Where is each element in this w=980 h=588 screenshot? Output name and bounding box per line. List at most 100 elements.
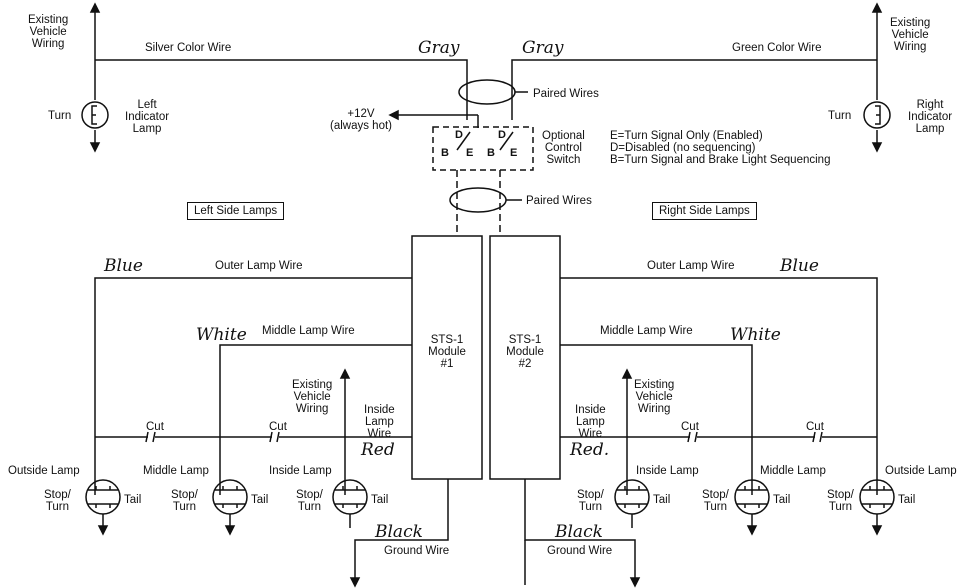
left-cut-2-icon	[269, 431, 280, 443]
left-inside-lamp-label: Inside Lamp	[269, 465, 332, 477]
module-2-label: STS-1 Module #2	[506, 334, 544, 370]
switch-b2: B	[487, 147, 495, 159]
right-cut-2-label: Cut	[806, 421, 824, 433]
right-outside-lamp-icon	[859, 479, 895, 536]
plus12v-arrow-icon	[388, 109, 399, 121]
module-2-box	[489, 235, 561, 480]
right-inside-lamp-icon	[614, 479, 650, 528]
right-blue-label: Blue	[780, 256, 819, 276]
right-ground-wire	[524, 479, 636, 580]
right-middle-stopturn-label: Stop/ Turn	[702, 489, 729, 513]
left-outer-wire	[94, 277, 412, 495]
left-middle-lamp-icon	[212, 479, 248, 536]
left-middle-tail-label: Tail	[251, 494, 269, 506]
left-ground-arrow-icon	[349, 577, 361, 588]
right-black-label: Black	[555, 522, 603, 542]
right-cut-2-icon	[812, 431, 823, 443]
right-cut-1-icon	[687, 431, 698, 443]
right-white-label: White	[730, 325, 781, 345]
right-ground-arrow-icon	[629, 577, 641, 588]
left-middle-lamp-label: Middle Lamp	[143, 465, 209, 477]
gray-right-label: Gray	[522, 38, 564, 58]
left-inside-tail-label: Tail	[371, 494, 389, 506]
left-indicator-filament	[91, 105, 97, 125]
right-middle-lamp-label: Middle Lamp	[760, 465, 826, 477]
module-1-label: STS-1 Module #1	[428, 334, 466, 370]
switch-legend: E=Turn Signal Only (Enabled) D=Disabled …	[610, 130, 831, 166]
left-side-lamps-box: Left Side Lamps	[187, 202, 285, 220]
right-existing-wiring-2-label: Existing Vehicle Wiring	[634, 379, 675, 415]
right-indicator-lamp-label: Right Indicator Lamp	[908, 99, 953, 135]
right-outside-tail-label: Tail	[898, 494, 916, 506]
left-outer-wire-label: Outer Lamp Wire	[215, 260, 303, 272]
left-inside-stopturn-label: Stop/ Turn	[296, 489, 323, 513]
left-inside-lamp-icon	[332, 479, 368, 528]
right-red-label: Red.	[570, 440, 610, 460]
switch-lever-2	[499, 131, 514, 151]
right-outer-wire	[560, 277, 878, 495]
right-inside-tail-label: Tail	[653, 494, 671, 506]
switch-e2: E	[510, 147, 518, 159]
switch-e1: E	[466, 147, 474, 159]
left-red-label: Red	[361, 440, 395, 460]
left-arrow-up-icon	[89, 2, 101, 13]
right-middle-wire-label: Middle Lamp Wire	[600, 325, 693, 337]
left-outside-lamp-icon	[85, 479, 121, 536]
right-side-lamps-box: Right Side Lamps	[652, 202, 757, 220]
switch-d1: D	[455, 129, 463, 141]
left-indicator-lamp-label: Left Indicator Lamp	[125, 99, 170, 135]
right-inside-stopturn-label: Stop/ Turn	[577, 489, 604, 513]
left-inside-wire-label: Inside Lamp Wire	[364, 404, 395, 440]
right-inside-lamp-label: Inside Lamp	[636, 465, 699, 477]
green-wire	[511, 59, 877, 120]
left-outside-lamp-label: Outside Lamp	[8, 465, 80, 477]
left-blue-label: Blue	[104, 256, 143, 276]
left-middle-wire	[219, 344, 412, 495]
right-existing-arrow-icon	[621, 368, 633, 379]
left-black-label: Black	[375, 522, 423, 542]
right-outside-lamp-label: Outside Lamp	[885, 465, 957, 477]
left-arrow-down-icon	[89, 142, 101, 153]
module-1-box	[411, 235, 483, 480]
switch-caption: Optional Control Switch	[542, 130, 585, 166]
paired-wires-ellipse-bottom	[449, 187, 507, 213]
switch-d2: D	[498, 129, 506, 141]
right-indicator-lamp-icon	[863, 101, 891, 129]
switch-b1: B	[441, 147, 449, 159]
left-outside-tail-label: Tail	[124, 494, 142, 506]
left-existing-wiring-label: Existing Vehicle Wiring	[28, 14, 69, 50]
switch-box	[432, 126, 534, 171]
left-cut-2-label: Cut	[269, 421, 287, 433]
left-middle-wire-label: Middle Lamp Wire	[262, 325, 355, 337]
silver-wire-label: Silver Color Wire	[145, 42, 232, 54]
left-cut-1-label: Cut	[146, 421, 164, 433]
left-middle-stopturn-label: Stop/ Turn	[171, 489, 198, 513]
left-cut-1-icon	[145, 431, 156, 443]
right-outer-wire-label: Outer Lamp Wire	[647, 260, 735, 272]
left-ground-wire-label: Ground Wire	[384, 545, 450, 557]
left-existing-arrow-icon	[339, 368, 351, 379]
right-outside-stopturn-label: Stop/ Turn	[827, 489, 854, 513]
paired-wires-bottom-label: Paired Wires	[526, 195, 592, 207]
right-inside-wire-label: Inside Lamp Wire	[575, 404, 606, 440]
right-ground-wire-label: Ground Wire	[547, 545, 613, 557]
right-middle-lamp-icon	[734, 479, 770, 536]
left-turn-label: Turn	[48, 110, 72, 122]
left-outside-stopturn-label: Stop/ Turn	[44, 489, 71, 513]
right-middle-tail-label: Tail	[773, 494, 791, 506]
left-existing-wiring-2-label: Existing Vehicle Wiring	[292, 379, 333, 415]
left-ground-wire	[354, 479, 449, 580]
paired-wires-top-label: Paired Wires	[533, 88, 599, 100]
right-cut-1-label: Cut	[681, 421, 699, 433]
switch-lever-1	[456, 131, 471, 151]
right-turn-label: Turn	[828, 110, 852, 122]
green-wire-label: Green Color Wire	[732, 42, 822, 54]
right-middle-wire	[560, 344, 753, 495]
gray-left-label: Gray	[418, 38, 460, 58]
left-indicator-lamp-icon	[81, 101, 109, 129]
plus12v-label: +12V (always hot)	[330, 108, 392, 132]
right-arrow-down-icon	[871, 142, 883, 153]
right-existing-wiring-label: Existing Vehicle Wiring	[890, 17, 931, 53]
left-white-label: White	[196, 325, 247, 345]
